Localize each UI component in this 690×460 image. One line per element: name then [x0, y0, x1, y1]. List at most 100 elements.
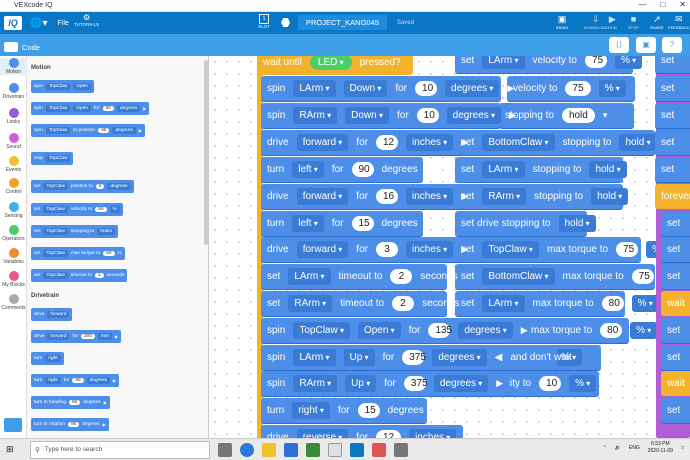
drive-forward-16-block[interactable]: driveforwardfor16inches▶	[261, 184, 468, 209]
chrome-icon[interactable]	[328, 442, 342, 457]
right-block-10[interactable]: set	[661, 318, 690, 343]
run-button[interactable]: ▶RUN	[608, 14, 617, 30]
feedback-button[interactable]: ✉FEEDBACK	[668, 14, 690, 30]
category-motion[interactable]: Motion	[0, 58, 27, 75]
back-block-percent[interactable]: %	[549, 345, 601, 370]
category-control[interactable]: Control	[0, 178, 27, 195]
turn-left-15-block[interactable]: turnleftfor15degrees▶	[261, 211, 433, 236]
tutorials-button[interactable]: ⚙ TUTORIALS	[74, 13, 100, 27]
right-forever-block[interactable]: forever	[655, 184, 690, 209]
wait-until-led-block[interactable]: wait untilLEDpressed?	[257, 56, 413, 75]
category-drivetrain[interactable]: Drivetrain	[0, 83, 27, 100]
help-button[interactable]: ?	[662, 37, 682, 53]
slot-button[interactable]: 1 SLOT	[258, 14, 270, 29]
right-block-13[interactable]: set	[661, 398, 690, 423]
taskbar-search-box[interactable]: ⚲Type here to search	[30, 440, 210, 459]
app-icon[interactable]	[372, 442, 386, 457]
right-block-2[interactable]: set	[655, 103, 690, 128]
tray-chevron-icon[interactable]: ⌃	[602, 445, 607, 451]
right-wait-block-2[interactable]: wait	[661, 371, 690, 396]
spin-larm-down-block[interactable]: spinLArmDownfor10degrees▶	[261, 76, 514, 101]
category-operators[interactable]: Operators	[0, 225, 27, 242]
notification-icon[interactable]: □	[680, 445, 684, 451]
language-globe-icon[interactable]: 🌐▾	[30, 17, 48, 29]
file-menu[interactable]: File	[57, 19, 69, 27]
turn-right-15-block[interactable]: turnrightfor15degrees▶	[261, 398, 439, 423]
right-block-8[interactable]: set	[661, 264, 690, 289]
turn-left-90-block[interactable]: turnleftfor90degrees▶	[261, 157, 433, 182]
category-sound[interactable]: Sound	[0, 133, 27, 150]
right-block-11[interactable]: set	[661, 345, 690, 370]
right-block-0[interactable]: set	[655, 56, 690, 73]
spin-rarm-up-block[interactable]: spinRArmUpfor375degrees▶	[261, 371, 509, 396]
right-block-1[interactable]: set	[655, 76, 690, 101]
category-my-blocks[interactable]: My Blocks	[0, 271, 27, 288]
code-tab[interactable]: Code	[0, 38, 44, 56]
category-comments[interactable]: Comments	[0, 294, 27, 311]
category-looks[interactable]: Looks	[0, 108, 27, 125]
palette-scrollbar[interactable]	[204, 60, 208, 245]
brain-button[interactable]: ▣BRAIN	[556, 14, 569, 30]
device-monitor-button[interactable]: ▣	[636, 37, 656, 53]
drive-reverse-12-block[interactable]: drivereversefor12inches	[261, 425, 463, 438]
category-sensing[interactable]: Sensing	[0, 202, 27, 219]
app-icon-2[interactable]	[394, 442, 408, 457]
minimize-icon[interactable]: —	[638, 0, 647, 9]
store-icon[interactable]	[284, 442, 298, 457]
edge-icon[interactable]	[240, 442, 254, 457]
vexcode-taskbar-icon[interactable]	[350, 442, 364, 457]
drive-forward-12-block[interactable]: driveforwardfor12inches▶	[261, 130, 468, 155]
drive-forward-3-block[interactable]: driveforwardfor3inches▶	[261, 237, 468, 262]
windows-start-icon[interactable]: ⊞	[6, 444, 14, 454]
maximize-icon[interactable]: □	[660, 0, 666, 9]
right-block-7[interactable]: set	[661, 237, 690, 262]
project-name-field[interactable]: PROJECT_KANG045	[298, 15, 387, 30]
spin-topclaw-open-block[interactable]: spinTopClawOpenfor135degrees▶	[261, 318, 529, 343]
right-block-6[interactable]: set	[661, 211, 690, 236]
download-button[interactable]: ⇩DOWNLOAD	[584, 14, 608, 30]
code-viewer-button[interactable]: ⟨⟩	[609, 37, 629, 53]
right-block-3[interactable]: set	[655, 130, 690, 155]
lang-indicator[interactable]: ENG	[628, 445, 640, 451]
stop-button[interactable]: ■STOP	[628, 14, 639, 30]
task-view-icon[interactable]	[218, 442, 232, 457]
close-icon[interactable]: ✕	[679, 0, 686, 9]
excel-icon[interactable]	[306, 442, 320, 457]
right-wait-block[interactable]: wait	[661, 291, 690, 316]
volume-icon[interactable]: 🔊	[614, 445, 621, 451]
spin-larm-up-no-wait-block[interactable]: spinLArmUpfor375degrees◀and don't wait	[261, 345, 572, 370]
spin-rarm-down-block[interactable]: spinRArmDownfor10degrees▶	[261, 103, 516, 128]
backpack-icon[interactable]	[4, 418, 22, 432]
category-events[interactable]: Events	[0, 156, 27, 173]
